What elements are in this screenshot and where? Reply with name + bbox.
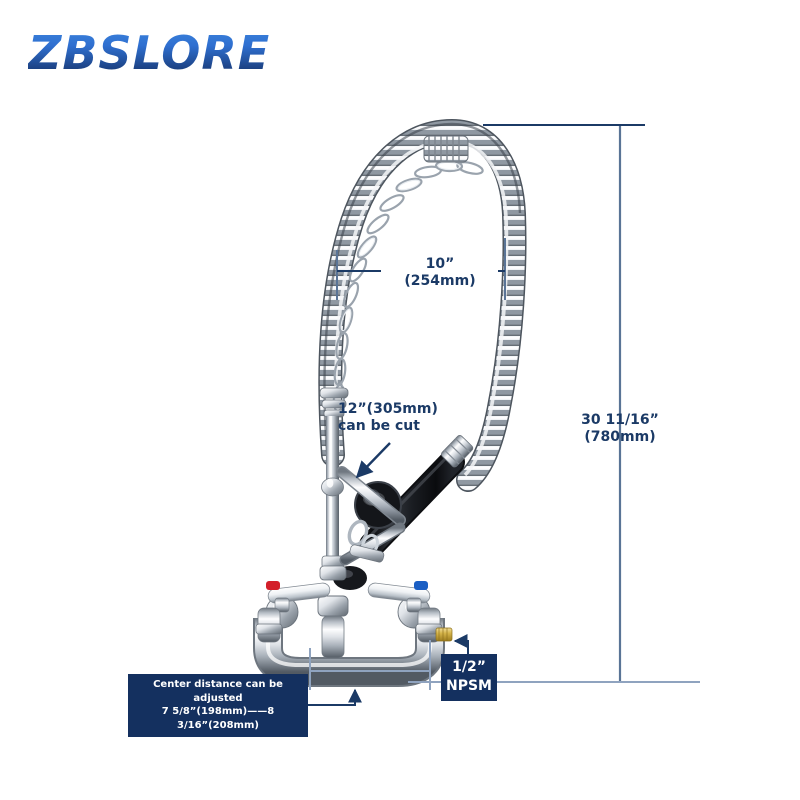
inlet-thread-standard: NPSM [446,677,492,694]
callout-center-distance: Center distance can be adjusted 7 5/8”(1… [128,674,308,737]
brand-logo-text: ZBSLORE [28,22,298,84]
brand-logo: ZBSLORE [28,22,298,84]
dimension-label-spring-reach: 10” (254mm) [375,256,505,290]
spring-reach-imperial: 10” [425,256,455,272]
cut-length-note: can be cut [338,418,420,435]
inlet-thread-size: 1/2” [452,659,486,675]
spring-reach-metric: (254mm) [404,273,476,290]
overall-height-imperial: 30 11/16” [581,412,659,428]
overall-height-metric: (780mm) [584,429,656,446]
dimension-label-cut-length: 12”(305mm) can be cut [338,401,458,435]
callout-inlet-thread: 1/2” NPSM [441,654,497,701]
leader-arrow-cut-length [355,442,391,479]
center-distance-range: 7 5/8”(198mm)——8 3/16”(208mm) [161,706,275,731]
center-distance-title: Center distance can be adjusted [153,679,283,704]
dimension-label-overall-height: 30 11/16” (780mm) [560,412,680,446]
cut-length-value: 12”(305mm) [338,401,438,417]
